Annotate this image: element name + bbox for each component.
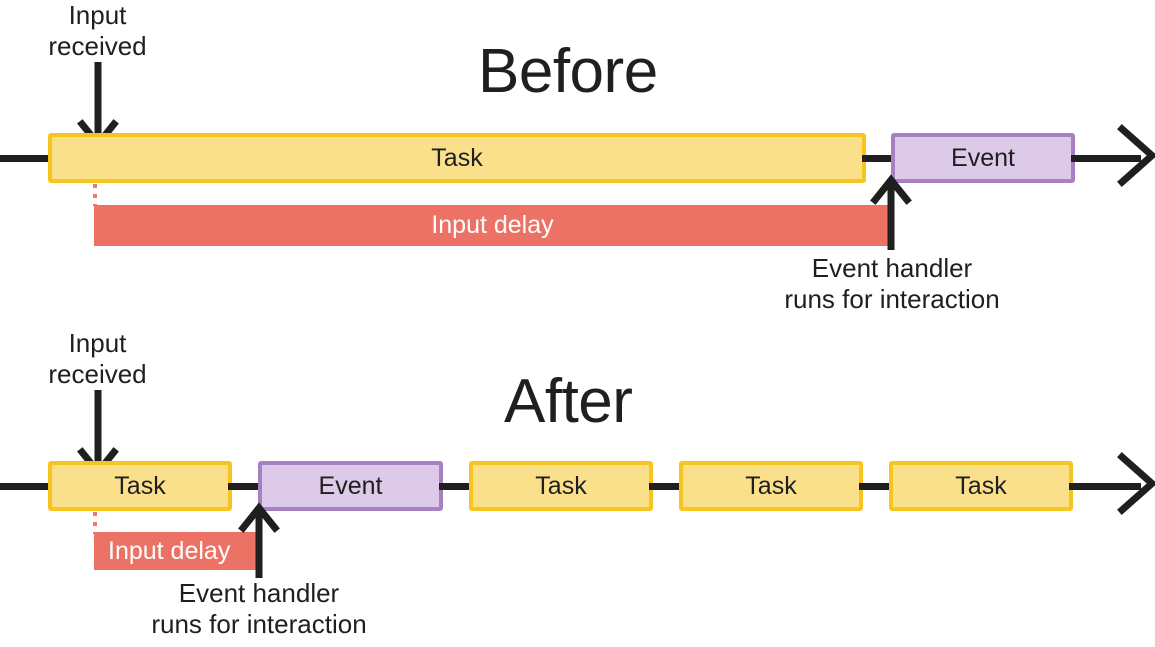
after-event-block: Event — [258, 461, 443, 511]
before-timeline-arrowhead-icon — [1117, 124, 1155, 187]
after-event-handler-label: Event handler runs for interaction — [151, 578, 367, 639]
after-section-title: After — [504, 367, 633, 436]
before-input-delay-bar: Input delay — [94, 205, 891, 246]
after-timeline-connector-1 — [228, 483, 260, 490]
after-input-received-label: Input received — [48, 328, 147, 389]
before-timeline-connector-1 — [862, 155, 894, 162]
after-timeline-arrowhead-icon — [1117, 452, 1155, 515]
before-input-delay-connector — [93, 184, 97, 206]
after-task-label-4: Task — [955, 471, 1007, 500]
before-task-block: Task — [48, 133, 866, 183]
before-section-title: Before — [478, 37, 658, 106]
before-input-received-label: Input received — [48, 0, 147, 61]
before-input-delay-label: Input delay — [431, 211, 554, 239]
after-task-block-4: Task — [889, 461, 1073, 511]
before-task-label: Task — [431, 143, 483, 172]
before-event-handler-arrow-icon — [870, 174, 912, 250]
before-event-block: Event — [891, 133, 1075, 183]
after-task-block-3: Task — [679, 461, 863, 511]
after-event-handler-arrow-icon — [238, 502, 280, 578]
after-timeline-connector-2 — [439, 483, 471, 490]
before-timeline-right-stub — [1071, 155, 1141, 162]
after-task-block-1: Task — [48, 461, 232, 511]
after-timeline-connector-4 — [859, 483, 891, 490]
before-timeline-left-stub — [0, 155, 50, 162]
after-event-label: Event — [318, 471, 383, 500]
after-task-label-2: Task — [535, 471, 587, 500]
after-timeline-left-stub — [0, 483, 50, 490]
after-task-block-2: Task — [469, 461, 653, 511]
after-task-label-3: Task — [745, 471, 797, 500]
after-timeline-right-stub — [1069, 483, 1141, 490]
after-input-delay-bar: Input delay — [94, 532, 261, 570]
before-event-handler-label: Event handler runs for interaction — [784, 253, 1000, 314]
after-input-delay-label: Input delay — [108, 536, 231, 565]
after-task-label-1: Task — [114, 471, 166, 500]
after-input-delay-connector — [93, 512, 97, 534]
before-event-label: Event — [951, 143, 1015, 172]
after-timeline-connector-3 — [649, 483, 681, 490]
